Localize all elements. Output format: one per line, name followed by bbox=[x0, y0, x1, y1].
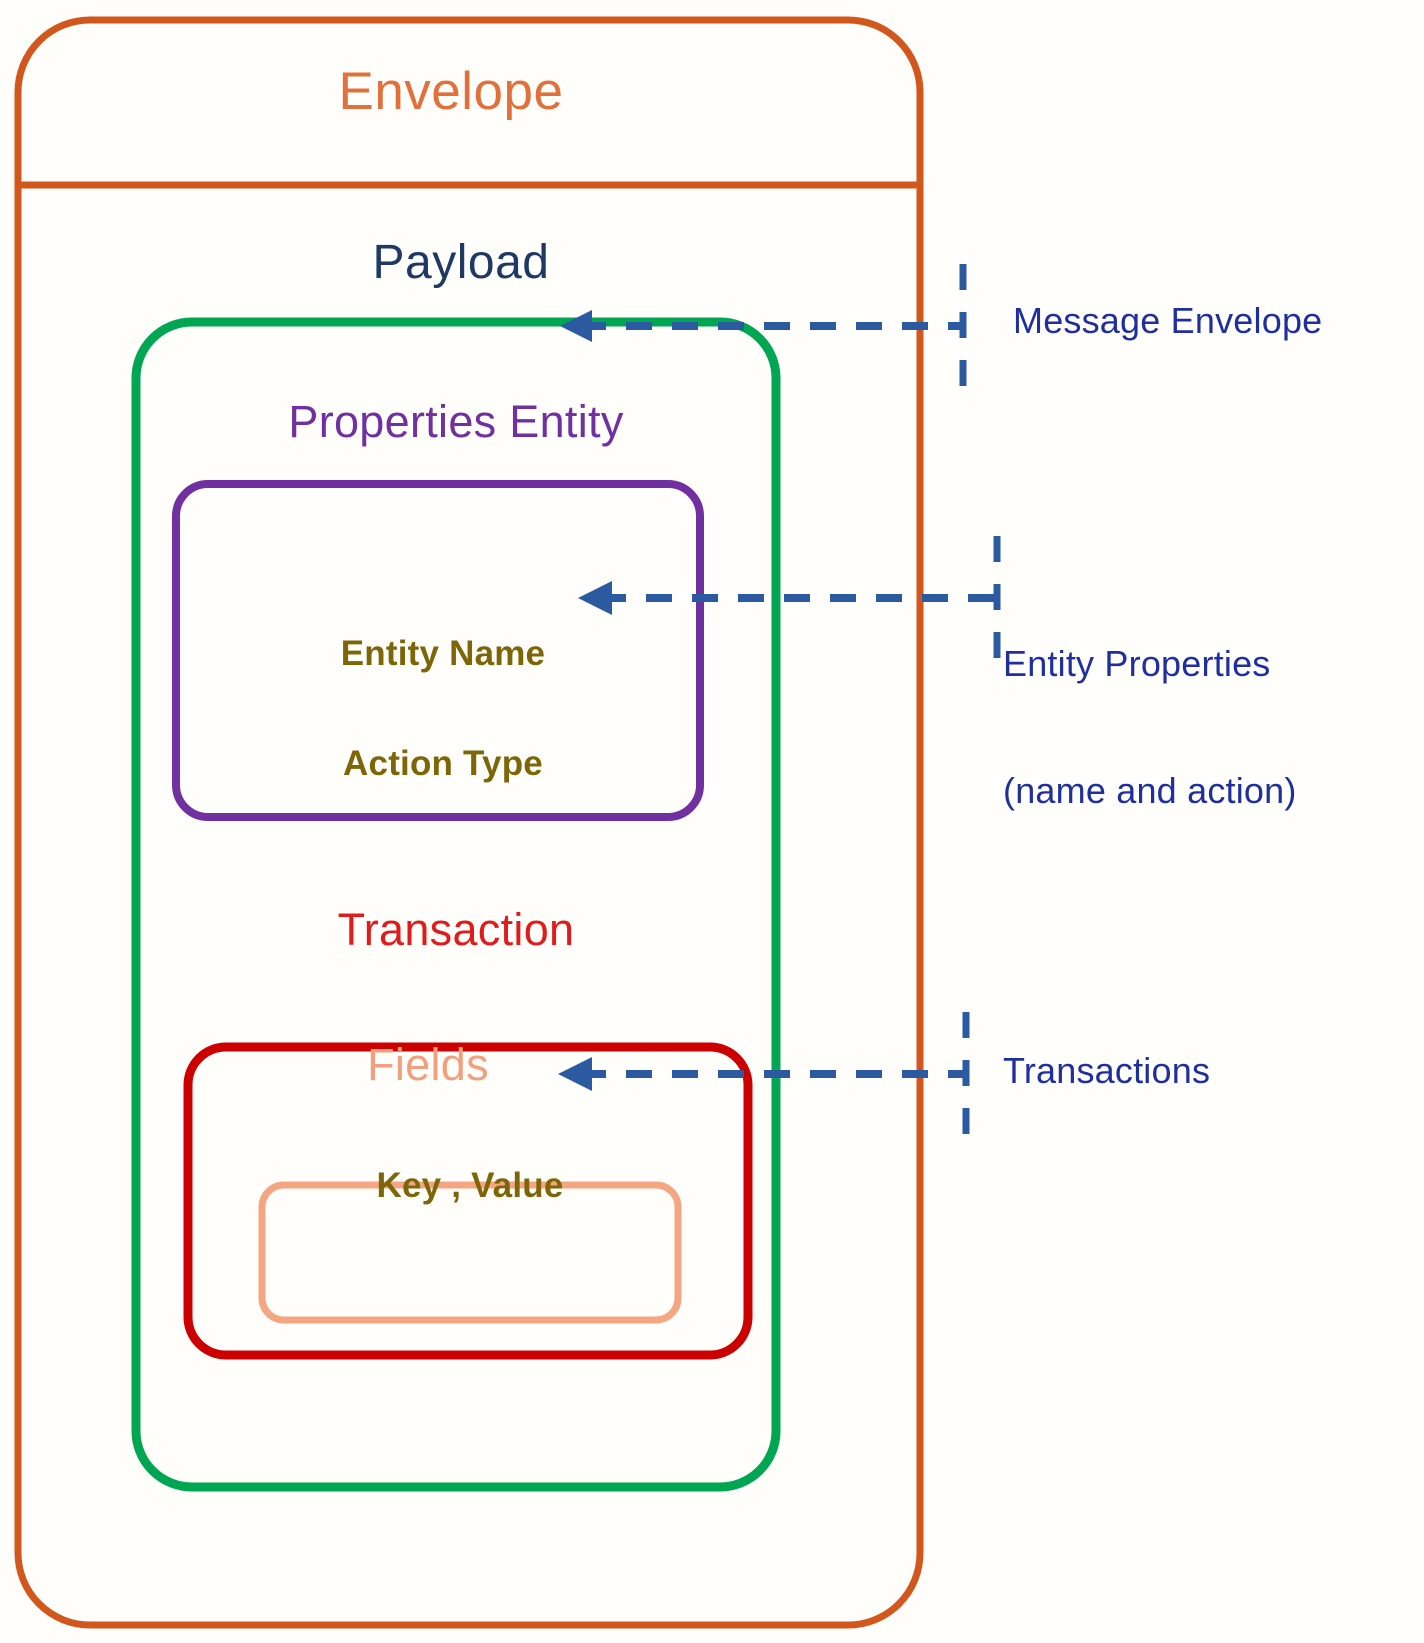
annotation-message-envelope-label: Message Envelope bbox=[1013, 300, 1323, 341]
transaction-title: Transaction bbox=[337, 904, 575, 955]
annotation-message-envelope-connector bbox=[560, 264, 967, 386]
transaction-container-border bbox=[183, 1042, 753, 1360]
message-envelope-arrowhead bbox=[560, 310, 592, 342]
payload-title: Payload bbox=[372, 236, 550, 289]
annotation-entity-properties-line2: (name and action) bbox=[1003, 770, 1297, 812]
fields-container-border bbox=[258, 1181, 682, 1324]
envelope-title: Envelope bbox=[338, 62, 564, 121]
properties-entity-title: Properties Entity bbox=[288, 396, 624, 447]
payload-container-border bbox=[131, 317, 781, 1492]
envelope-container bbox=[14, 16, 924, 1629]
action-type-label: Action Type bbox=[343, 743, 543, 783]
annotation-entity-properties-line1: Entity Properties bbox=[1003, 642, 1271, 684]
annotation-transactions-label: Transactions bbox=[1003, 1050, 1211, 1091]
annotation-entity-properties-label: Entity Properties (name and action) bbox=[1003, 558, 1297, 898]
envelope-border bbox=[14, 16, 924, 1629]
entity-properties-arrowhead bbox=[578, 581, 612, 615]
annotation-transactions-connector bbox=[558, 1012, 970, 1136]
transactions-arrowhead bbox=[558, 1057, 592, 1091]
fields-title: Fields bbox=[367, 1039, 489, 1090]
properties-entity-container-border bbox=[172, 480, 704, 821]
key-value-label: Key , Value bbox=[376, 1166, 564, 1205]
properties-entity-contents: Entity Name Action Type bbox=[188, 562, 698, 856]
annotation-entity-properties-connector bbox=[578, 536, 1001, 662]
entity-name-label: Entity Name bbox=[340, 633, 546, 673]
